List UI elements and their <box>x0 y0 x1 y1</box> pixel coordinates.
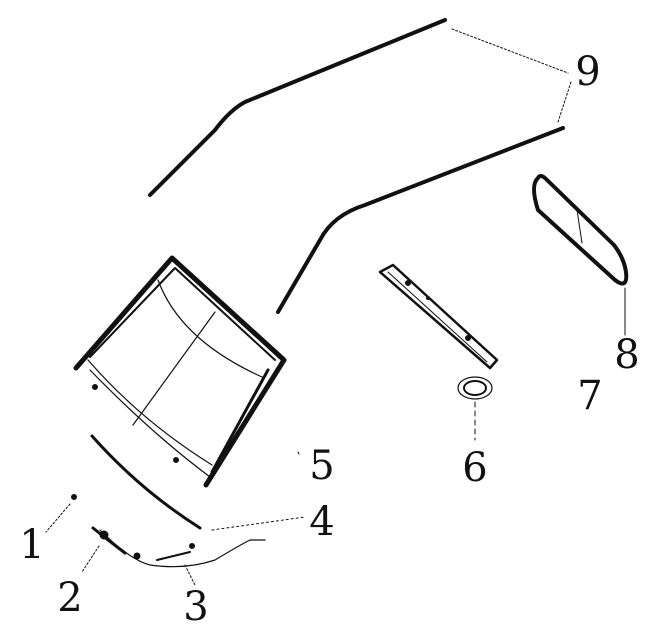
callout-6: 6 <box>462 445 488 491</box>
leader-9b <box>557 81 572 123</box>
windshield-lower-seal <box>90 434 202 530</box>
leader-9a <box>451 28 569 74</box>
leader-1 <box>45 503 71 533</box>
windshield <box>73 255 287 488</box>
callout-1: 1 <box>19 522 45 568</box>
callout-3: 3 <box>183 584 209 630</box>
leader-2 <box>81 545 100 573</box>
grommet <box>457 376 493 400</box>
roof-molding-lower <box>276 126 565 314</box>
roof-molding-upper <box>148 18 447 197</box>
rear-window <box>532 174 629 286</box>
leader-4 <box>211 516 306 531</box>
callout-8: 8 <box>614 332 640 378</box>
leader-3 <box>184 564 196 586</box>
callout-5: 5 <box>309 443 335 489</box>
callout-9: 9 <box>575 49 601 95</box>
clip-bracket <box>91 526 127 555</box>
roof-crossmember <box>378 263 499 370</box>
callout-2: 2 <box>57 575 83 621</box>
fastener <box>71 494 77 500</box>
callout-7: 7 <box>577 373 603 419</box>
leader-5 <box>297 451 300 455</box>
cowl-strip <box>99 529 266 568</box>
callout-4: 4 <box>309 499 335 545</box>
